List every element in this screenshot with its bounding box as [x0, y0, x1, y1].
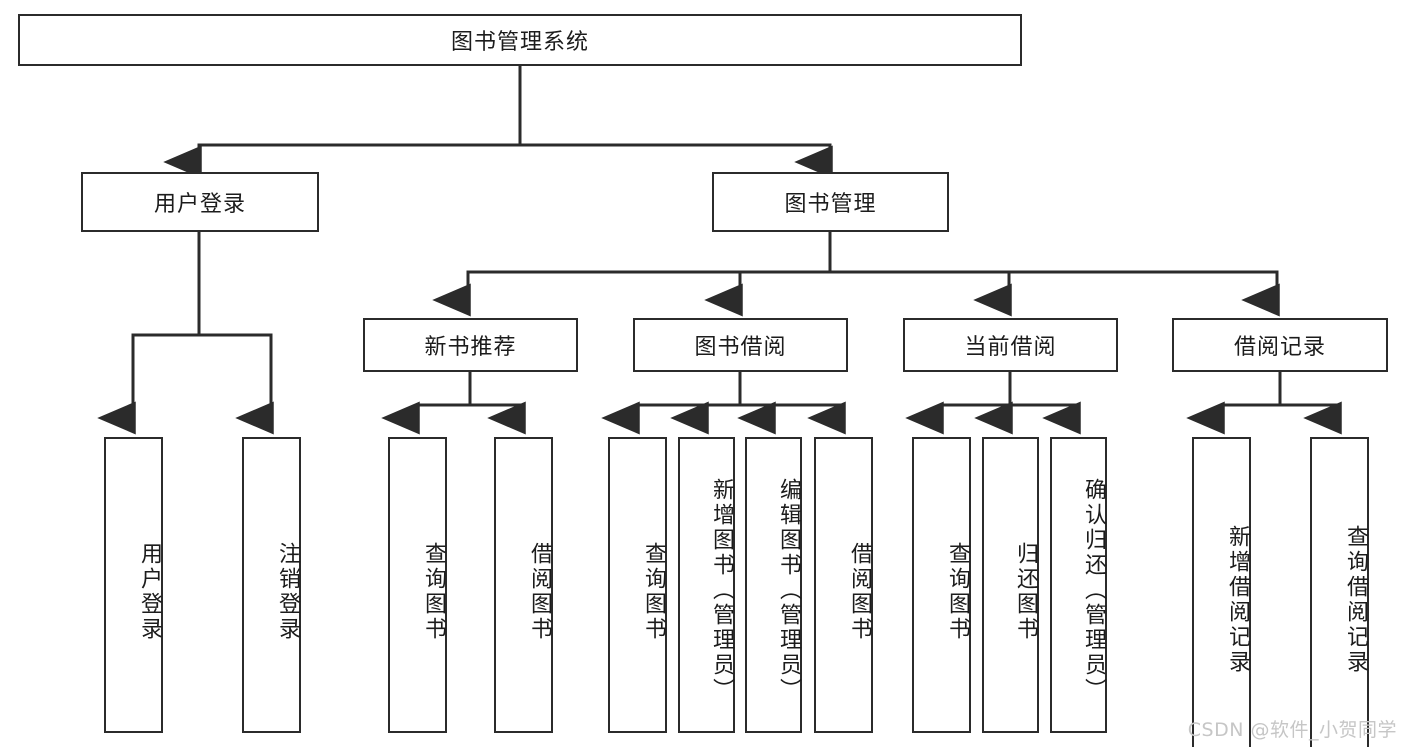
leaf-edit-book-admin[interactable]: 编辑图书（管理员） — [745, 437, 802, 733]
node-new-book-recommend[interactable]: 新书推荐 — [363, 318, 578, 372]
leaf-query-book-current[interactable]: 查询图书 — [912, 437, 971, 733]
csdn-watermark: CSDN @软件_小贺同学 — [1187, 719, 1397, 741]
leaf-borrow-book-recommend[interactable]: 借阅图书 — [494, 437, 553, 733]
node-book-borrow[interactable]: 图书借阅 — [633, 318, 848, 372]
leaf-return-book[interactable]: 归还图书 — [982, 437, 1039, 733]
leaf-add-book-admin[interactable]: 新增图书（管理员） — [678, 437, 735, 733]
node-user-login[interactable]: 用户登录 — [81, 172, 319, 232]
leaf-add-borrow-record[interactable]: 新增借阅记录 — [1192, 437, 1251, 747]
leaf-query-borrow-record[interactable]: 查询借阅记录 — [1310, 437, 1369, 747]
leaf-query-book-borrow[interactable]: 查询图书 — [608, 437, 667, 733]
node-current-borrow[interactable]: 当前借阅 — [903, 318, 1118, 372]
node-borrow-record[interactable]: 借阅记录 — [1172, 318, 1388, 372]
leaf-query-book-recommend[interactable]: 查询图书 — [388, 437, 447, 733]
leaf-user-login[interactable]: 用户登录 — [104, 437, 163, 733]
leaf-confirm-return-admin[interactable]: 确认归还（管理员） — [1050, 437, 1107, 733]
node-book-management[interactable]: 图书管理 — [712, 172, 949, 232]
leaf-borrow-book[interactable]: 借阅图书 — [814, 437, 873, 733]
leaf-user-logout[interactable]: 注销登录 — [242, 437, 301, 733]
node-root-system[interactable]: 图书管理系统 — [18, 14, 1022, 66]
